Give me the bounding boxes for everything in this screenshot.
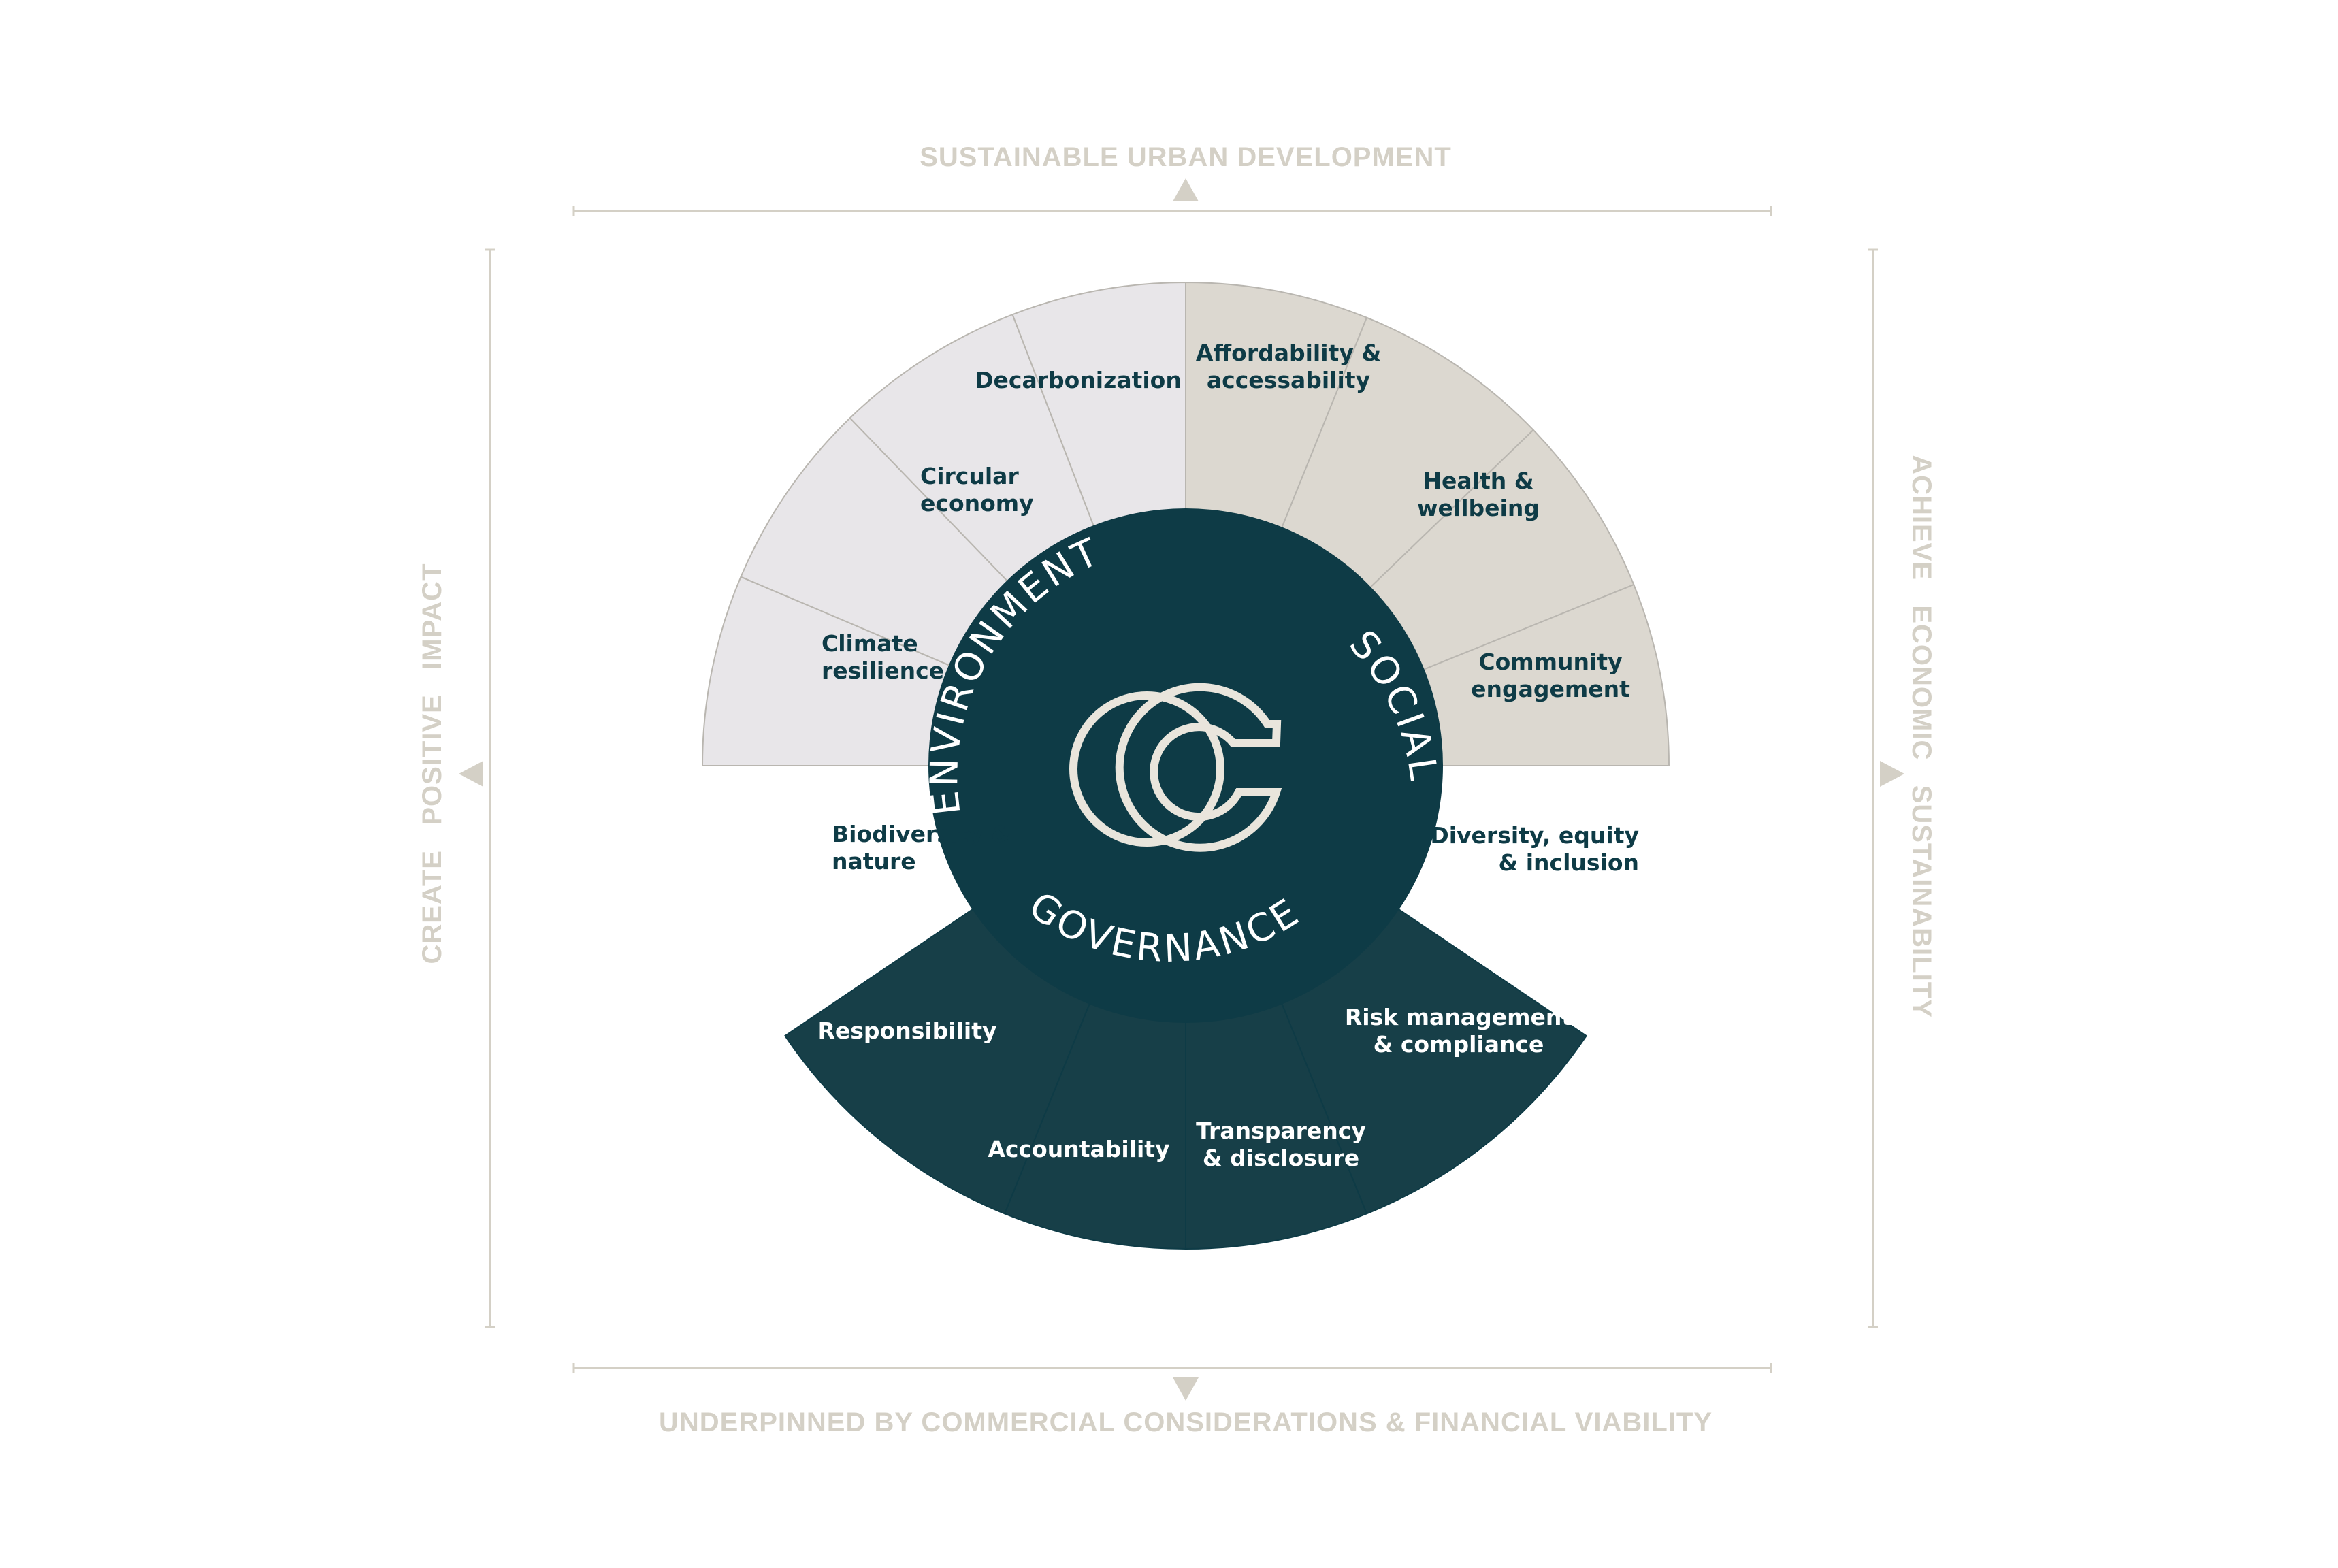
arrow-left-icon — [459, 761, 483, 787]
esg-wheel: ENVIRONMENT SOCIAL GOVERNANCE — [701, 281, 1670, 1250]
segment-label-affordability-accessability: Affordability &accessability — [1196, 340, 1381, 393]
frame-label-top: SUSTAINABLE URBAN DEVELOPMENT — [920, 142, 1452, 172]
arrow-up-icon — [1173, 178, 1199, 201]
segment-label-risk-management-compliance: Risk management& compliance — [1345, 1004, 1572, 1058]
segment-label-accountability: Accountability — [988, 1136, 1169, 1162]
arrow-down-icon — [1173, 1377, 1199, 1401]
segment-label-biodiversity-nature: Biodiversity &nature — [832, 821, 1011, 875]
frame-label-right: ACHIEVE ECONOMIC SUSTAINABILITY — [1906, 455, 1936, 1018]
segment-label-decarbonization: Decarbonization — [975, 367, 1182, 393]
arrow-right-icon — [1880, 761, 1904, 787]
frame-label-left: CREATE POSITIVE IMPACT — [417, 563, 447, 964]
frame-label-bottom: UNDERPINNED BY COMMERCIAL CONSIDERATIONS… — [659, 1407, 1712, 1437]
governance-segments — [783, 901, 1588, 1250]
segment-label-health-wellbeing: Health &wellbeing — [1417, 468, 1540, 521]
segment-label-diversity-equity-inclusion: Diversity, equity& inclusion — [1430, 822, 1639, 876]
social-segments — [1185, 281, 1670, 766]
segment-label-responsibility: Responsibility — [817, 1017, 996, 1044]
logo-double-c-icon — [1069, 683, 1282, 852]
environment-segments — [701, 281, 1186, 766]
center-hub — [928, 508, 1443, 1023]
outer-frame — [459, 178, 1904, 1401]
segment-label-transparency-disclosure: Transparency& disclosure — [1196, 1117, 1366, 1171]
